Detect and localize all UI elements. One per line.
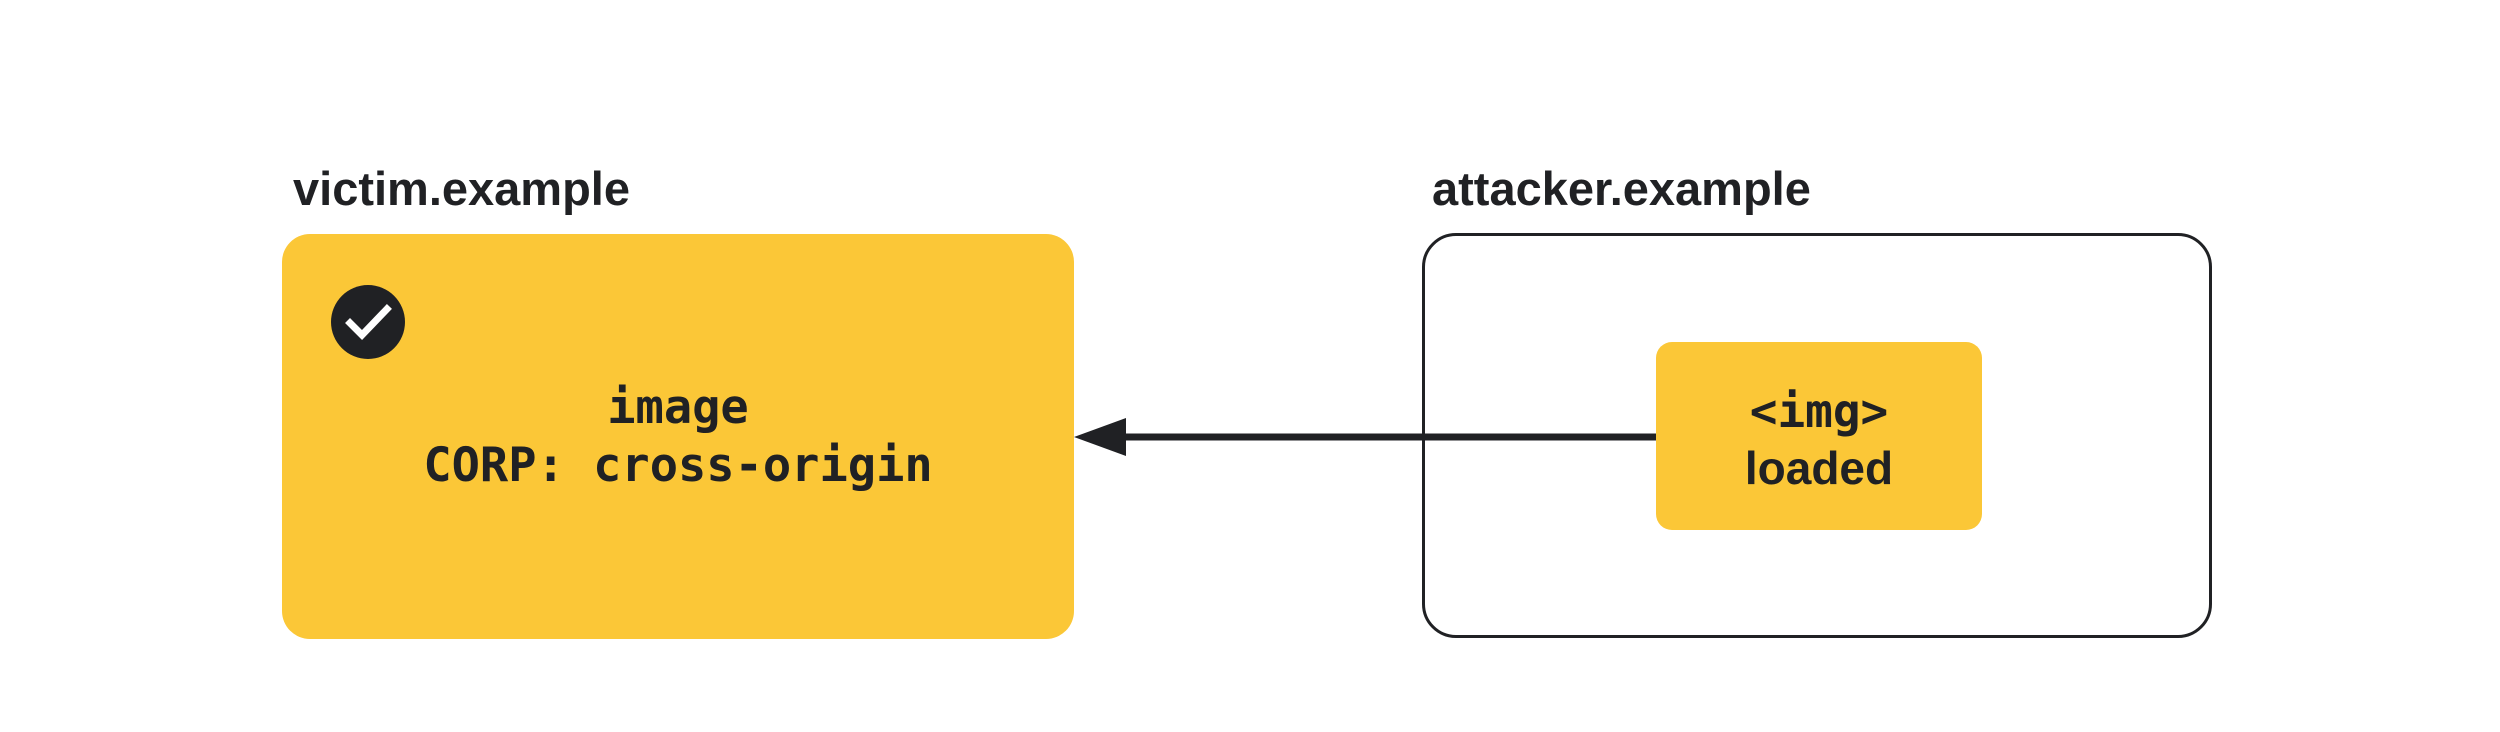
img-tag-label: <img> xyxy=(1749,384,1889,438)
victim-image-box: image CORP: cross-origin xyxy=(282,234,1074,639)
corp-header-label: CORP: cross-origin xyxy=(423,438,933,493)
victim-resource-label: image xyxy=(607,380,749,435)
attacker-site-title: attacker.example xyxy=(1432,162,1811,215)
img-element-box: <img> loaded xyxy=(1656,342,1982,530)
img-status-label: loaded xyxy=(1744,442,1894,494)
victim-site-title: victim.example xyxy=(293,162,631,215)
check-circle-icon xyxy=(331,285,405,359)
